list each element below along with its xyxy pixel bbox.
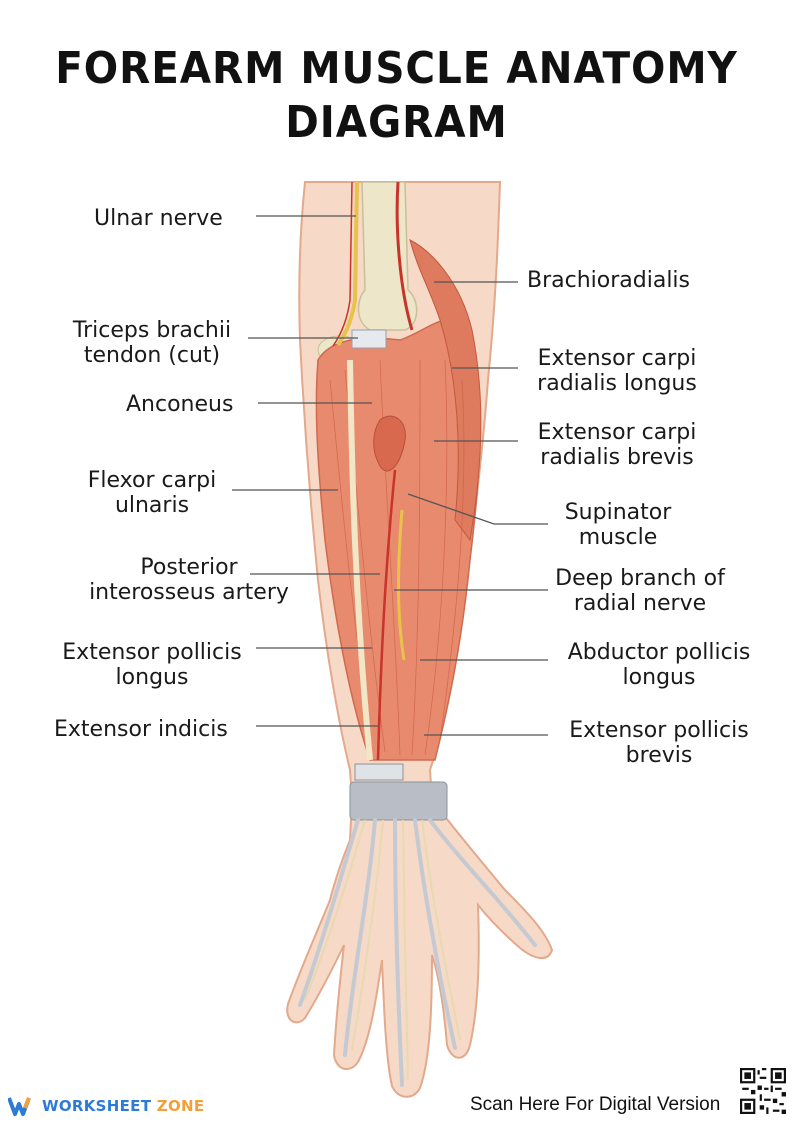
label-text: Flexor carpi bbox=[87, 468, 217, 493]
worksheet-zone-logo: WORKSHEET ZONE bbox=[8, 1092, 204, 1120]
title-line-2: DIAGRAM bbox=[285, 97, 508, 148]
label-text: ulnaris bbox=[114, 493, 190, 518]
label-extensor-pollicis-longus: Extensor pollicis longus bbox=[46, 640, 258, 690]
label-text: Triceps brachii bbox=[72, 318, 232, 343]
label-text: muscle bbox=[578, 525, 658, 550]
label-text: brevis bbox=[625, 743, 693, 768]
label-text: interosseus artery bbox=[89, 580, 289, 605]
finger-tendons bbox=[298, 818, 537, 1087]
label-text: Posterior bbox=[140, 555, 238, 580]
ulna-tendon bbox=[347, 359, 373, 761]
label-text: Brachioradialis bbox=[527, 268, 691, 293]
label-anconeus: Anconeus bbox=[126, 392, 233, 417]
label-ecr-longus: Extensor carpi radialis longus bbox=[524, 346, 710, 396]
label-text: radial nerve bbox=[573, 591, 707, 616]
triceps-tendon bbox=[351, 329, 387, 349]
logo-w-icon bbox=[8, 1097, 31, 1116]
page-title: FOREARM MUSCLE ANATOMY DIAGRAM bbox=[32, 42, 762, 150]
scan-text: Scan Here For Digital Version bbox=[470, 1094, 721, 1115]
label-text: Extensor carpi bbox=[537, 346, 697, 371]
finger-bones bbox=[304, 819, 461, 1081]
label-extensor-indicis: Extensor indicis bbox=[54, 717, 228, 742]
label-text: Extensor carpi bbox=[537, 420, 697, 445]
label-brachioradialis: Brachioradialis bbox=[527, 268, 690, 293]
humerus-bone bbox=[357, 181, 418, 331]
tendon-sheath bbox=[354, 763, 404, 781]
brachioradialis-muscle bbox=[409, 239, 482, 542]
label-text: tendon (cut) bbox=[83, 343, 221, 368]
label-text: Extensor pollicis bbox=[62, 640, 242, 665]
radial-artery bbox=[395, 181, 414, 331]
brand-name: WORKSHEET ZONE bbox=[42, 1097, 204, 1115]
extensor-retinaculum bbox=[349, 781, 448, 821]
label-extensor-pollicis-brevis: Extensor pollicis brevis bbox=[552, 718, 766, 768]
posterior-interosseus-artery bbox=[376, 469, 397, 761]
ulnar-artery-line bbox=[332, 181, 353, 347]
label-text: Abductor pollicis bbox=[567, 640, 751, 665]
leader-lines bbox=[232, 215, 548, 736]
deep-radial-nerve bbox=[397, 509, 406, 661]
brand-part-1: WORKSHEET bbox=[42, 1097, 152, 1115]
label-text: radialis longus bbox=[537, 371, 697, 396]
label-text: Ulnar nerve bbox=[94, 206, 223, 231]
label-ecr-brevis: Extensor carpi radialis brevis bbox=[524, 420, 710, 470]
label-text: Extensor pollicis bbox=[569, 718, 749, 743]
label-supinator-muscle: Supinator muscle bbox=[552, 500, 684, 550]
label-text: longus bbox=[115, 665, 189, 690]
label-text: Deep branch of bbox=[555, 566, 725, 591]
qr-code-icon[interactable] bbox=[740, 1068, 786, 1114]
label-text: longus bbox=[622, 665, 696, 690]
label-text: Supinator bbox=[564, 500, 672, 525]
title-line-1: FOREARM MUSCLE ANATOMY bbox=[55, 43, 738, 94]
label-text: radialis brevis bbox=[540, 445, 694, 470]
label-abductor-pollicis-longus: Abductor pollicis longus bbox=[550, 640, 768, 690]
label-text: Extensor indicis bbox=[54, 717, 228, 742]
supinator-muscle bbox=[373, 415, 406, 472]
extensor-muscle-group bbox=[315, 319, 481, 761]
label-text: Anconeus bbox=[126, 392, 234, 417]
label-ulnar-nerve: Ulnar nerve bbox=[94, 206, 223, 231]
label-deep-branch-radial-nerve: Deep branch of radial nerve bbox=[540, 566, 740, 616]
label-posterior-interosseus-artery: Posterior interosseus artery bbox=[72, 555, 306, 605]
ulnar-nerve bbox=[336, 181, 359, 347]
label-flexor-carpi-ulnaris: Flexor carpi ulnaris bbox=[70, 468, 234, 518]
brand-part-2: ZONE bbox=[156, 1097, 205, 1115]
label-triceps-brachii: Triceps brachii tendon (cut) bbox=[58, 318, 246, 368]
